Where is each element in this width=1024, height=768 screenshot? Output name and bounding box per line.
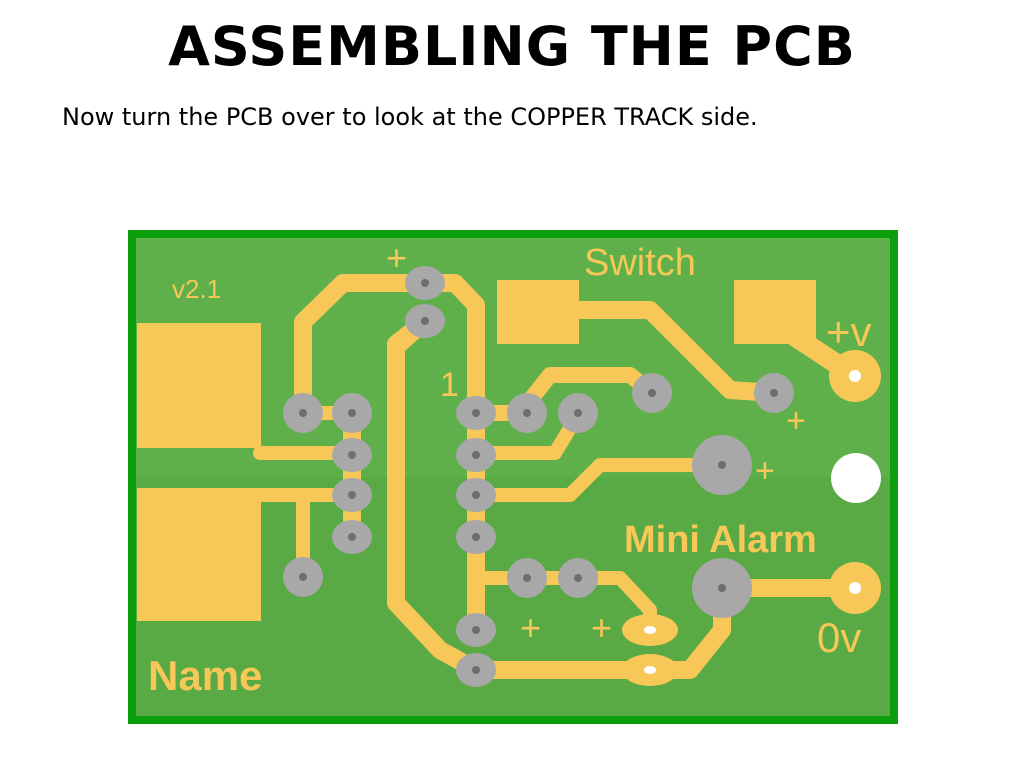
track-right-mid2 <box>469 458 729 502</box>
plus-cap-label: + <box>520 607 541 648</box>
plus-switch-label: + <box>786 402 806 440</box>
track-top-left-loop <box>294 274 485 422</box>
slide-subtitle: Now turn the PCB over to look at the COP… <box>62 103 758 131</box>
led-pad-2-hole <box>644 666 656 674</box>
pos-v-pad-hole <box>849 370 861 382</box>
name-label: Name <box>148 652 262 699</box>
battery-pad-top <box>137 323 261 448</box>
battery-pad-bottom <box>137 488 261 621</box>
slide-title: ASSEMBLING THE PCB <box>168 15 856 78</box>
switch-label: Switch <box>584 242 696 284</box>
track-switch-diag <box>531 301 783 402</box>
pin1-label: 1 <box>440 366 459 404</box>
switch-pad-left <box>497 280 579 344</box>
led-pad-1-hole <box>644 626 656 634</box>
pos-v-label: +v <box>826 308 872 355</box>
zero-v-label: 0v <box>817 614 861 661</box>
zero-v-pad-hole <box>849 582 861 594</box>
plus-led-label: + <box>591 607 612 648</box>
switch-pad-right <box>734 280 816 344</box>
pad-holes <box>299 279 778 674</box>
plus-buzzer-label: + <box>755 452 775 490</box>
version-label: v2.1 <box>172 274 221 304</box>
product-label: Mini Alarm <box>624 519 817 561</box>
mounting-hole <box>831 453 881 503</box>
plus-top-label: + <box>386 237 407 278</box>
